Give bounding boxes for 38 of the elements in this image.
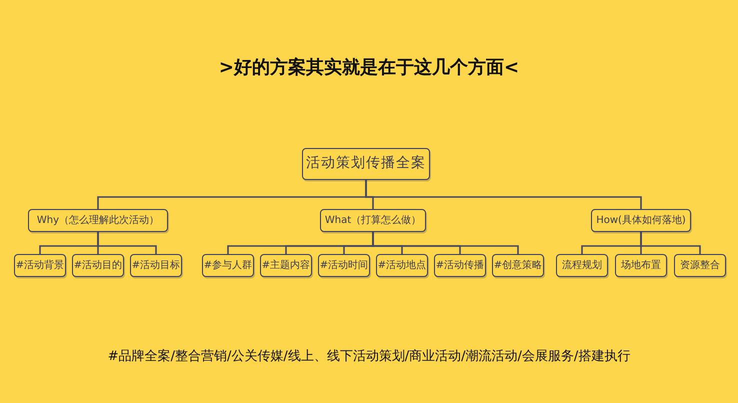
node-label: #参与人群 [204,260,252,271]
root-topic-box [302,148,430,180]
node-label: 流程规划 [562,260,602,271]
title: >好的方案其实就是在于这几个方面< [218,57,520,78]
node-label: #活动目的 [74,260,122,271]
leaf-box [130,254,182,277]
node-label: #活动目标 [132,260,180,271]
leaf-box [615,254,667,277]
leaf-box [72,254,124,277]
leaf-box [14,254,66,277]
caption: #品牌全案/整合营销/公关传媒/线上、线下活动策划/商业活动/潮流活动/会展服务/搭建执行 [108,349,630,364]
branch-box [591,209,691,232]
node-label: #创意策略 [494,260,542,271]
connector-line [97,232,157,254]
node-label: 场地布置 [621,260,661,271]
branch-box [320,209,426,232]
connector-line [372,232,519,254]
node-label: What（打算怎么做） [324,215,422,226]
leaf-box [202,254,254,277]
leaf-box [376,254,428,277]
node-label: #活动时间 [320,260,368,271]
leaf-box [260,254,312,277]
leaf-box [434,254,486,277]
connector-line [640,232,701,254]
node-label: 活动策划传播全案 [306,156,426,172]
node-label: #主题内容 [262,260,310,271]
node-label: Why（怎么理解此次活动） [36,215,160,226]
node-label: #活动背景 [16,260,64,271]
leaf-box [674,254,726,277]
leaf-box [556,254,608,277]
leaf-box [492,254,544,277]
node-label: #活动地点 [378,260,426,271]
leaf-box [318,254,370,277]
connector-line [365,180,642,209]
node-label: #活动传播 [436,260,484,271]
branch-box [28,209,168,232]
node-label: 资源整合 [680,260,720,271]
node-label: How(具体如何落地) [596,215,686,226]
